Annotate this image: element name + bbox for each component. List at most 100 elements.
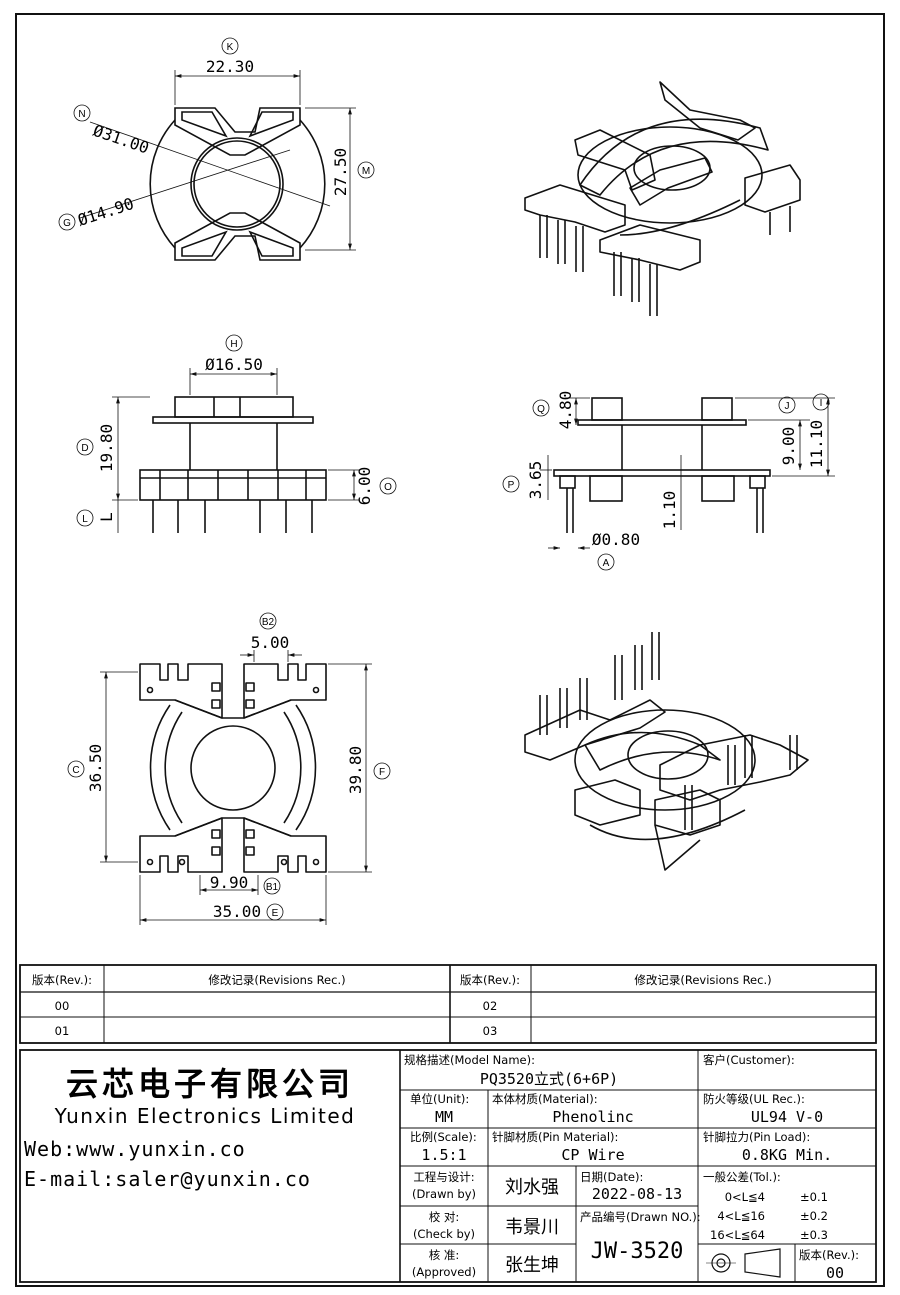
- check-label-en: (Check by): [413, 1227, 475, 1241]
- svg-text:P: P: [508, 480, 515, 491]
- dim-e: 35.00 E: [213, 902, 284, 921]
- date-value: 2022-08-13: [592, 1185, 682, 1203]
- dim-o: 6.00 O: [355, 467, 397, 505]
- projection-symbol-icon: [706, 1248, 781, 1278]
- tol-value: ±0.2: [800, 1209, 828, 1223]
- model-value: PQ3520立式(6+6P): [480, 1070, 618, 1088]
- svg-text:Ø14.90: Ø14.90: [75, 194, 136, 230]
- svg-text:11.10: 11.10: [807, 420, 826, 468]
- dim-k: K 22.30: [206, 37, 254, 76]
- svg-text:A: A: [603, 558, 610, 569]
- svg-text:N: N: [78, 109, 85, 120]
- approved-label-cn: 核 准:: [429, 1248, 460, 1262]
- dim-p: P 3.65 1.10: [502, 461, 679, 530]
- title-block: [19, 1049, 877, 1283]
- tol-range: 16<L≦64: [710, 1228, 765, 1242]
- pin-material-value: CP Wire: [561, 1146, 624, 1164]
- svg-text:Q: Q: [537, 404, 545, 415]
- rev-row: 00: [55, 999, 70, 1013]
- svg-text:3.65: 3.65: [526, 461, 545, 500]
- svg-text:Ø31.00: Ø31.00: [91, 121, 152, 158]
- sheet-border: [15, 13, 885, 1287]
- company-web: Web:www.yunxin.co: [24, 1137, 246, 1161]
- svg-text:Ø0.80: Ø0.80: [592, 530, 640, 549]
- svg-text:B1: B1: [266, 882, 279, 893]
- svg-text:O: O: [384, 482, 392, 493]
- scale-label: 比例(Scale):: [410, 1130, 477, 1144]
- svg-text:J: J: [785, 401, 790, 412]
- svg-text:H: H: [230, 339, 237, 350]
- dim-f: 39.80 F: [346, 746, 391, 794]
- svg-text:9.90: 9.90: [210, 873, 249, 892]
- date-label: 日期(Date):: [580, 1170, 643, 1184]
- unit-label: 单位(Unit):: [410, 1092, 469, 1106]
- dim-l: L L: [76, 509, 116, 527]
- customer-label: 客户(Customer):: [703, 1053, 795, 1067]
- dim-n: N Ø31.00: [73, 104, 152, 158]
- svg-text:19.80: 19.80: [97, 424, 116, 472]
- rev-row: 02: [483, 999, 498, 1013]
- pin-load-value: 0.8KG Min.: [742, 1146, 832, 1164]
- svg-text:9.00: 9.00: [779, 427, 798, 466]
- svg-text:39.80: 39.80: [346, 746, 365, 794]
- drawn-no-label: 产品编号(Drawn NO.):: [580, 1210, 701, 1224]
- check-label-cn: 校 对:: [429, 1210, 460, 1224]
- front-view: [112, 368, 360, 533]
- top-view: [79, 70, 356, 261]
- ul-label: 防火等级(UL Rec.):: [703, 1092, 805, 1106]
- svg-text:Ø16.50: Ø16.50: [205, 355, 263, 374]
- svg-text:5.00: 5.00: [251, 633, 290, 652]
- drawn-label-en: (Drawn by): [412, 1187, 476, 1201]
- pin-load-label: 针脚拉力(Pin Load):: [703, 1130, 810, 1144]
- svg-text:27.50: 27.50: [331, 148, 350, 196]
- bottom-view: [100, 650, 372, 925]
- tol-value: ±0.3: [800, 1228, 828, 1242]
- scale-value: 1.5:1: [421, 1146, 466, 1164]
- svg-text:36.50: 36.50: [86, 744, 105, 792]
- svg-text:D: D: [81, 443, 88, 454]
- company-name-en: Yunxin Electronics Limited: [54, 1104, 356, 1128]
- svg-text:1.10: 1.10: [660, 491, 679, 530]
- dim-g: G Ø14.90: [58, 194, 136, 231]
- dim-c: C 36.50: [67, 744, 105, 792]
- drawn-value: 刘水强: [505, 1177, 559, 1198]
- material-label: 本体材质(Material):: [492, 1092, 598, 1106]
- rec-header-left: 修改记录(Revisions Rec.): [208, 973, 345, 987]
- rec-header-right: 修改记录(Revisions Rec.): [634, 973, 771, 987]
- svg-text:G: G: [63, 218, 71, 229]
- tol-value: ±0.1: [800, 1190, 828, 1204]
- svg-text:B2: B2: [262, 617, 275, 628]
- dim-j: J 9.00: [778, 396, 798, 466]
- svg-text:M: M: [362, 166, 370, 177]
- svg-text:35.00: 35.00: [213, 902, 261, 921]
- rev-header-right: 版本(Rev.):: [460, 973, 520, 987]
- dim-b1: 9.90 B1: [210, 873, 281, 895]
- svg-text:L: L: [82, 514, 88, 525]
- tol-range: 0<L≦4: [725, 1190, 765, 1204]
- svg-text:E: E: [272, 908, 279, 919]
- isometric-view-top: [524, 81, 801, 316]
- svg-text:F: F: [379, 767, 385, 778]
- svg-text:22.30: 22.30: [206, 57, 254, 76]
- check-value: 韦景川: [505, 1217, 559, 1238]
- svg-text:C: C: [72, 765, 79, 776]
- dim-d: D 19.80: [76, 424, 116, 472]
- drawn-label-cn: 工程与设计:: [413, 1170, 474, 1184]
- dim-h: H Ø16.50: [205, 334, 263, 374]
- rev-label: 版本(Rev.):: [799, 1248, 859, 1262]
- svg-text:I: I: [820, 398, 823, 409]
- approved-value: 张生坤: [505, 1255, 559, 1276]
- rev-value: 00: [826, 1264, 844, 1282]
- pin-material-label: 针脚材质(Pin Material):: [492, 1130, 618, 1144]
- isometric-view-bottom: [524, 632, 809, 871]
- model-label: 规格描述(Model Name):: [404, 1053, 535, 1067]
- svg-text:K: K: [227, 42, 234, 53]
- dim-a: Ø0.80 A: [592, 530, 640, 571]
- company-name-cn: 云芯电子有限公司: [66, 1065, 354, 1103]
- drawn-no-value: JW-3520: [591, 1239, 684, 1264]
- svg-text:L: L: [97, 512, 116, 522]
- dim-i: I 11.10: [807, 393, 830, 468]
- company-email: E-mail:saler@yunxin.co: [24, 1167, 311, 1191]
- rev-row: 01: [55, 1024, 70, 1038]
